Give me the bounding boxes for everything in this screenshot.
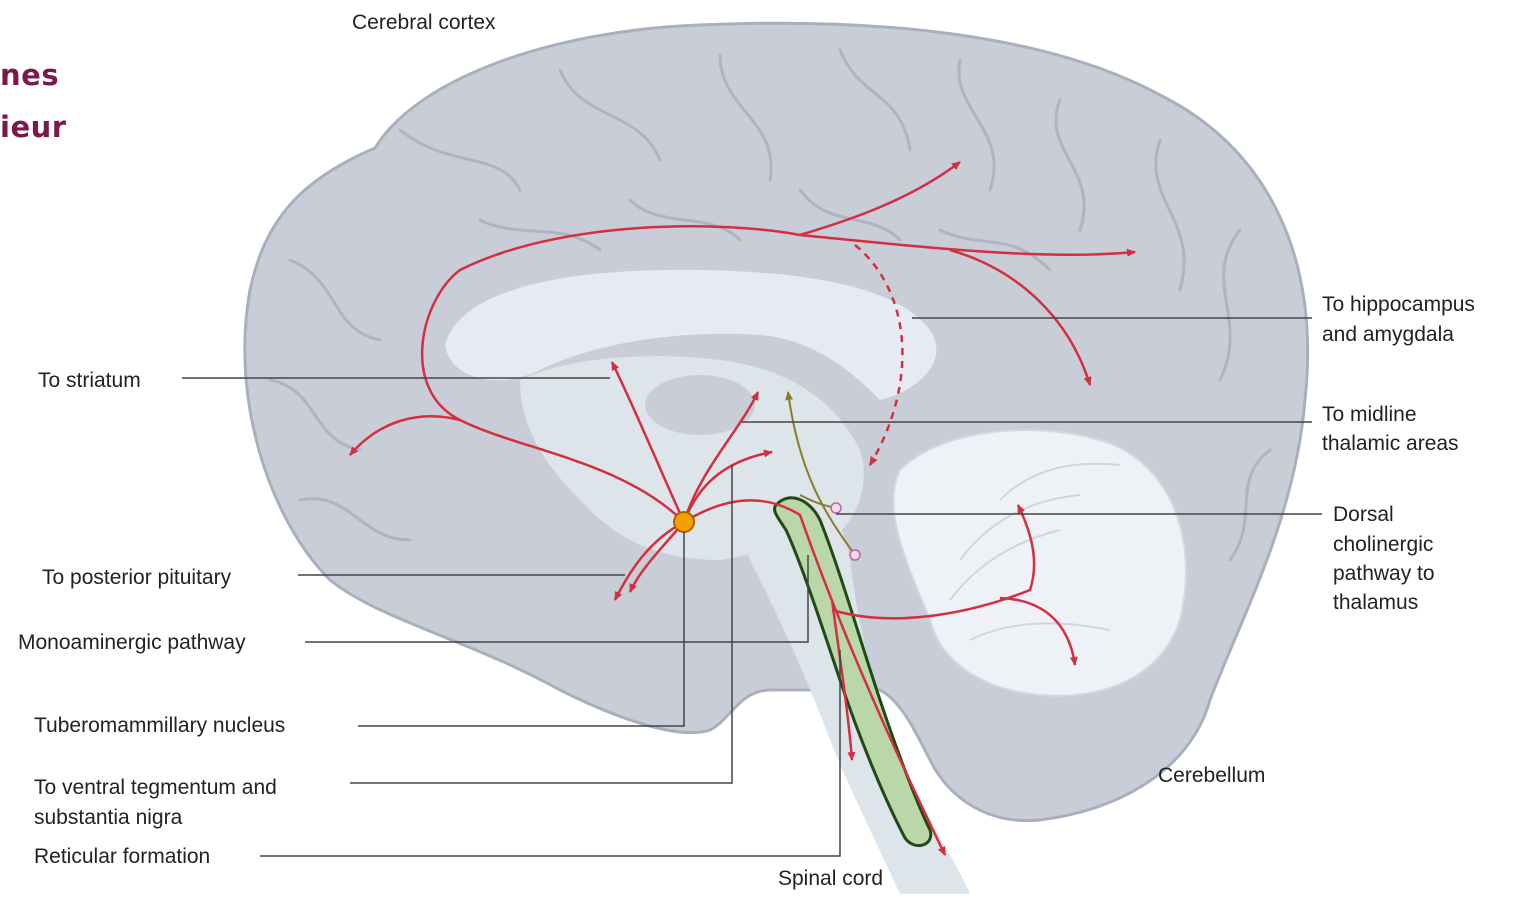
label-striatum: To striatum — [38, 366, 141, 395]
label-reticular: Reticular formation — [34, 842, 210, 871]
label-midline-line-1: To midline — [1322, 400, 1417, 429]
label-spinal-cord: Spinal cord — [778, 864, 883, 893]
label-hippocampus-line-2: and amygdala — [1322, 320, 1454, 349]
label-posterior-pituitary: To posterior pituitary — [42, 563, 231, 592]
label-ventral-line-1: To ventral tegmentum and — [34, 773, 277, 802]
cholinergic-neuron-2 — [850, 550, 860, 560]
label-tuberomammillary: Tuberomammillary nucleus — [34, 711, 285, 740]
heading-line-2: ieur — [0, 110, 80, 144]
label-dorsal-line-4: thalamus — [1333, 588, 1418, 617]
label-cerebral-cortex: Cerebral cortex — [352, 8, 496, 37]
label-monoaminergic: Monoaminergic pathway — [18, 628, 246, 657]
label-hippocampus-line-1: To hippocampus — [1322, 290, 1475, 319]
label-dorsal-line-3: pathway to — [1333, 559, 1435, 588]
label-midline-line-2: thalamic areas — [1322, 429, 1459, 458]
label-dorsal-line-1: Dorsal — [1333, 500, 1394, 529]
heading-line-1: nes — [0, 58, 60, 92]
label-cerebellum: Cerebellum — [1158, 761, 1265, 790]
tuberomammillary-nucleus-dot — [674, 512, 694, 532]
cholinergic-neuron-1 — [831, 503, 841, 513]
label-ventral-line-2: substantia nigra — [34, 803, 182, 832]
label-dorsal-line-2: cholinergic — [1333, 530, 1433, 559]
